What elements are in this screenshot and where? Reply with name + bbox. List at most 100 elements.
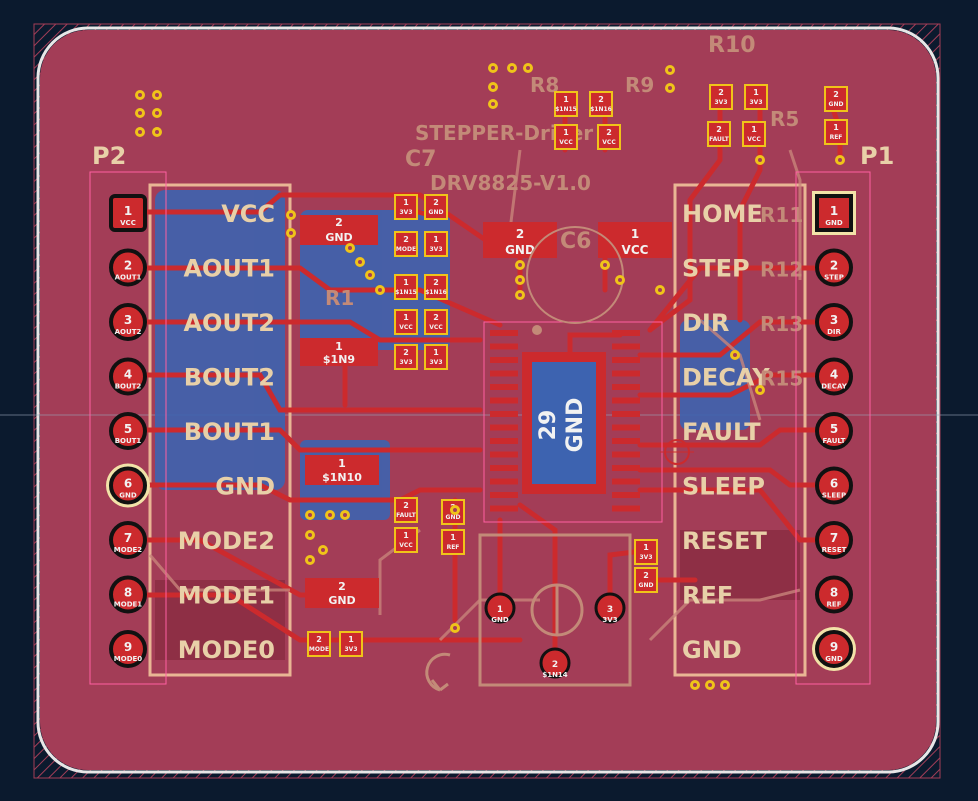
ic-pin <box>490 384 518 390</box>
smd-pad-num: 1 <box>450 533 456 542</box>
right-label-ref: REF <box>682 582 733 610</box>
pad-low-gnd-net: GND <box>328 594 355 607</box>
ic-pin <box>490 357 518 363</box>
pot-pin-2[interactable] <box>539 647 571 679</box>
ic-pin <box>612 424 640 431</box>
ic-pin <box>490 343 518 350</box>
smd-pad-net: REF <box>447 544 460 551</box>
pad-c6-vcc-net: VCC <box>622 243 649 257</box>
smd-pad-num: 2 <box>403 501 409 510</box>
pad-c7-gnd[interactable] <box>300 215 378 245</box>
header-left-pin-1-net: VCC <box>120 219 136 227</box>
smd-pad[interactable]: 1$1N15 <box>394 274 418 300</box>
c6-outline <box>526 226 624 324</box>
right-label-sleep: SLEEP <box>682 473 765 501</box>
right-label-fault: FAULT <box>682 418 761 446</box>
pad-1n9[interactable] <box>300 338 378 366</box>
smd-pad-net: FAULT <box>709 136 730 143</box>
ic-pin <box>490 505 518 512</box>
smd-pad-net: VCC <box>429 324 443 331</box>
pot-pin-1[interactable] <box>484 592 516 624</box>
pad-c6-gnd[interactable] <box>483 222 557 258</box>
pot-pin-2-net: $1N14 <box>542 671 567 679</box>
pad-1n9-num: 1 <box>335 340 343 353</box>
vias <box>135 63 845 690</box>
header-right-outline <box>795 171 871 685</box>
smd-pad-num: 2 <box>606 128 612 137</box>
pot-pin-3-net: 3V3 <box>602 616 617 624</box>
ref-r10: R10 <box>708 33 756 58</box>
smd-pad-num: 2 <box>643 571 649 580</box>
header-left-pin-2-net: AOUT1 <box>115 274 142 282</box>
smd-pad[interactable]: 1$1N15 <box>554 91 578 117</box>
ref-c6: C6 <box>560 229 591 254</box>
smd-pad-num: 1 <box>833 123 839 132</box>
smd-pad-num: 2 <box>833 90 839 99</box>
smd-pad-net: $1N16 <box>425 289 447 296</box>
header-right-pin-1-num: 1 <box>830 204 838 218</box>
ic-pin <box>490 478 518 485</box>
right-mirror-label-0: R11 <box>760 203 803 227</box>
header-left-pin-2-num: 2 <box>124 259 132 273</box>
big-smd-pads[interactable]: 2 GND 2 GND 1 VCC 1 $1N9 1 $1N10 2 GND <box>300 215 672 608</box>
pad-low-gnd[interactable] <box>305 578 379 608</box>
ic-pin <box>490 451 518 458</box>
ic-pin <box>612 505 640 512</box>
left-label-gnd: GND <box>215 473 275 501</box>
pad-c6-vcc[interactable] <box>598 222 672 258</box>
back-title-line-2: DRV8825-V1.0 <box>430 171 591 195</box>
smd-pad[interactable]: 2$1N16 <box>424 274 448 300</box>
smd-pad-num: 1 <box>751 125 757 134</box>
ic-drv8825[interactable]: 29 GND <box>483 321 663 523</box>
pot-pin-3[interactable] <box>594 592 626 624</box>
header-right-pin-5-net: FAULT <box>823 437 846 445</box>
smd-pad[interactable]: 2$1N16 <box>589 91 613 117</box>
header-left-pin-5-net: BOUT1 <box>115 437 142 445</box>
header-left-pin-8-num: 8 <box>124 586 132 600</box>
pad-1n10[interactable] <box>305 455 379 485</box>
potentiometer[interactable]: 1 GND 3 3V3 2 $1N14 <box>425 533 632 692</box>
smd-pad-net: 3V3 <box>430 359 443 366</box>
